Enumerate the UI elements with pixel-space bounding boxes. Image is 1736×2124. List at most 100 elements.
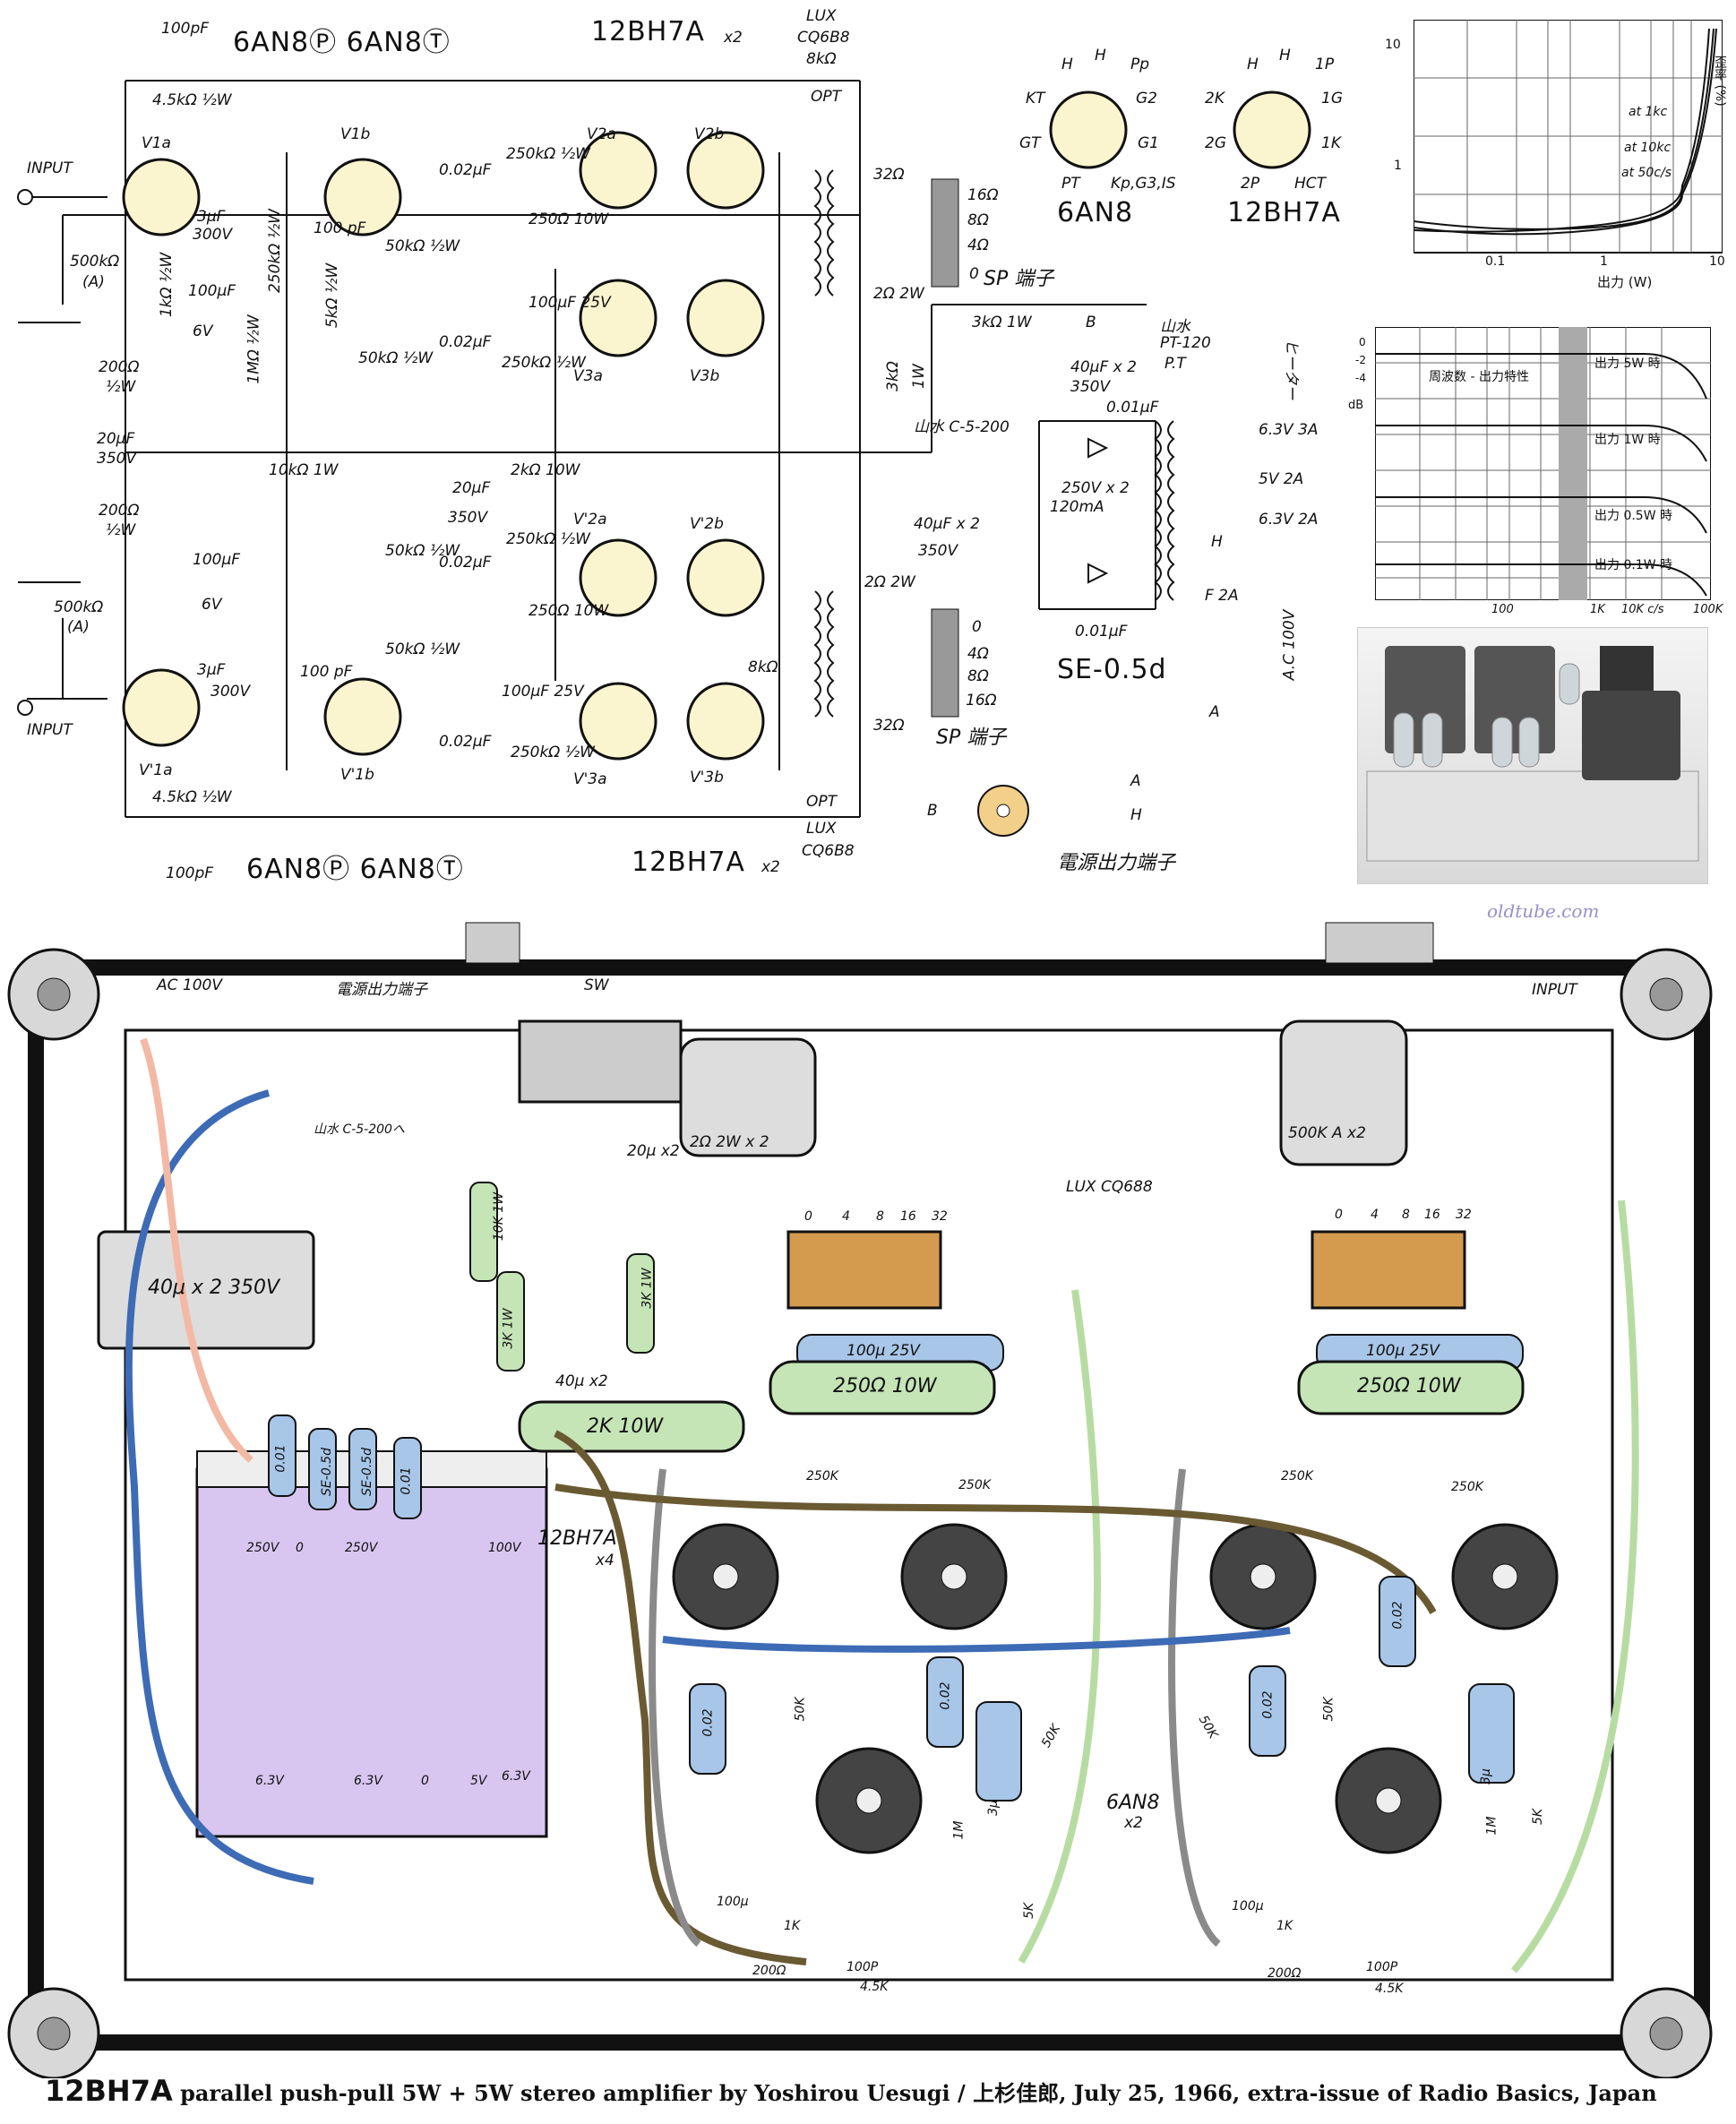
layout-cap-40u: 40μ x2 <box>555 1372 608 1390</box>
layout-r3k-a: 3K 1W <box>501 1308 516 1349</box>
amplifier-photo-drawing <box>1366 646 1699 862</box>
freq-chart-svg <box>1374 326 1712 601</box>
distortion-chart: 10 1 0.1 1 10 出力 (W) 歪率 (%) at 1kc at 10… <box>1385 19 1727 290</box>
r-250k-bias-top-b: 250kΩ ½W <box>502 354 586 372</box>
tap-8-top: 8Ω <box>967 211 989 229</box>
freq-ytick-0: 0 <box>1359 336 1366 348</box>
layout-2ohm: 2Ω 2W x 2 <box>690 1133 769 1151</box>
layout-r1m-a: 1M <box>951 1820 967 1840</box>
amplifier-photo <box>1357 627 1708 884</box>
layout-pt-250a: 250V <box>246 1541 279 1555</box>
r-5k-top: 5kΩ ½W <box>323 262 342 329</box>
r-1k-top: 1kΩ ½W <box>158 252 176 318</box>
ohm32-top: 32Ω <box>873 166 905 184</box>
r-50k-bottom-a: 50kΩ ½W <box>385 542 460 560</box>
tap-16-top: 16Ω <box>967 186 999 204</box>
layout-opt: LUX CQ688 <box>1066 1178 1153 1196</box>
layout-r5k-b: 5K <box>1531 1808 1546 1826</box>
layout-pt-5v: 5V <box>470 1774 487 1788</box>
psu-r3k-vert: 3kΩ <box>883 361 902 391</box>
pin-6an8-pp: Pp <box>1130 56 1150 73</box>
pin-12bh7a-1k: 1K <box>1321 134 1341 152</box>
pin-6an8-gt: GT <box>1019 134 1041 152</box>
wiring-layout-drawing: AC 100V 電源出力端子 SW INPUT 山水 C-5-200へ 2Ω 2… <box>0 914 1736 2078</box>
input-label-top: INPUT <box>27 159 73 177</box>
psu-r3k-vert-w: 1W <box>909 364 928 389</box>
volume-taper-top: (A) <box>82 273 105 291</box>
layout-c100p-a: 100P <box>847 1960 879 1974</box>
layout-can-cap: 40μ x 2 350V <box>148 1277 280 1299</box>
ohm32-bottom: 32Ω <box>873 717 905 735</box>
layout-12bh7a: 12BH7A <box>537 1527 617 1550</box>
c-100p-top: 100 pF <box>314 219 366 237</box>
ohm8k-bottom: 8kΩ <box>748 658 778 676</box>
r-4-5k-top: 4.5kΩ ½W <box>152 91 232 109</box>
input-label-bottom: INPUT <box>27 721 73 739</box>
tap-0-top: 0 <box>969 265 979 283</box>
r-50k-top-b: 50kΩ ½W <box>358 349 434 367</box>
r-200-top: 200Ω <box>99 358 140 376</box>
freq-ytick-m2: -2 <box>1355 354 1366 366</box>
opt-brand-bottom: LUX <box>806 820 837 838</box>
freq-xtick-10k: 10K c/s <box>1621 603 1664 616</box>
layout-c002-c: 0.02 <box>1260 1690 1276 1719</box>
ch1-tube-types: 6AN8Ⓟ 6AN8Ⓣ <box>233 27 451 58</box>
c-3uf-top: 3μF <box>197 208 226 226</box>
v3a-label: V3a <box>573 367 603 385</box>
pin-6an8-h2: H <box>1095 47 1106 64</box>
frequency-response-chart: 周波数 - 出力特性 dB 0 -2 -4 100 1K 10K c/s 100… <box>1348 326 1723 616</box>
layout-c001-b: 0.01 <box>399 1466 414 1495</box>
heater-label: ヒーター <box>1282 339 1301 400</box>
heater-6v3-3a: 6.3V 3A <box>1259 421 1319 439</box>
layout-r250k-a: 250K <box>806 1469 838 1483</box>
v3a2-label: V'3a <box>573 770 607 788</box>
r-250k-bias-top: 250kΩ ½W <box>506 145 590 163</box>
layout-c100u-left: 100μ 25V <box>847 1342 920 1360</box>
layout-pt-6v3-b: 6.3V <box>354 1774 382 1788</box>
layout-pt-100v: 100V <box>488 1541 521 1555</box>
pt-model: PT-120 <box>1160 334 1211 352</box>
r-50k-top-a: 50kΩ ½W <box>385 237 460 255</box>
c-6v-bottom: 6V <box>202 596 222 614</box>
c-001-bottom: 0.01μF <box>1075 623 1128 641</box>
pin-12bh7a-2k: 2K <box>1205 90 1225 107</box>
pin-12bh7a-1g: 1G <box>1321 90 1343 107</box>
opt-brand-top: LUX <box>806 7 837 25</box>
layout-r1k-b: 1K <box>1276 1919 1293 1933</box>
layout-tap-16-left: 16 <box>900 1209 916 1224</box>
r-250k-top: 250kΩ ½W <box>265 209 284 293</box>
caption-model: 12BH7A <box>45 2074 173 2108</box>
layout-c3u-b: 3μ <box>1478 1768 1493 1784</box>
volume-pot-top: 500kΩ <box>70 253 120 271</box>
psu-cap-v-bottom: 350V <box>918 542 958 560</box>
se05-label: SE-0.5d <box>1057 654 1167 685</box>
sp-terminal-top: SP 端子 <box>984 268 1054 290</box>
freq-ylabel: dB <box>1348 399 1364 412</box>
dist-xtick-1: 1 <box>1600 254 1608 269</box>
layout-ac100: AC 100V <box>157 976 222 994</box>
layout-c100u-right: 100μ 25V <box>1366 1342 1440 1360</box>
psu-r3k: 3kΩ 1W <box>972 314 1032 331</box>
c-20u-left: 20μF <box>97 430 135 448</box>
v250x2: 250V x 2 <box>1061 479 1130 497</box>
pt-brand: 山水 <box>1160 318 1190 336</box>
choke-label: 山水 C-5-200 <box>914 418 1010 436</box>
v1a-label: V1a <box>142 134 171 152</box>
v1b-label: V1b <box>340 125 371 143</box>
r-250-10w-bottom: 250Ω 10W <box>529 602 609 620</box>
layout-pt-0: 0 <box>296 1541 304 1555</box>
c-100pf-bottom: 100pF <box>166 864 214 882</box>
layout-pt-6v3-a: 6.3V <box>255 1774 284 1788</box>
pin-6an8-pt: PT <box>1061 175 1080 193</box>
r-10k1w: 10kΩ 1W <box>269 461 339 479</box>
freq-series-5w: 出力 5W 時 <box>1594 357 1661 371</box>
r-250-10w-top: 250Ω 10W <box>529 211 609 228</box>
layout-tap-4-left: 4 <box>842 1209 850 1224</box>
psu-cap-bottom: 40μF x 2 <box>914 515 980 533</box>
freq-title: 周波数 - 出力特性 <box>1429 370 1529 384</box>
pin-6an8-kp: Kp,G3,IS <box>1111 175 1176 193</box>
c-6v-top: 6V <box>193 322 213 340</box>
c-20u-mid-v: 350V <box>448 509 488 527</box>
layout-tap-0-left: 0 <box>804 1209 812 1224</box>
layout-6an8: 6AN8 <box>1106 1792 1160 1814</box>
